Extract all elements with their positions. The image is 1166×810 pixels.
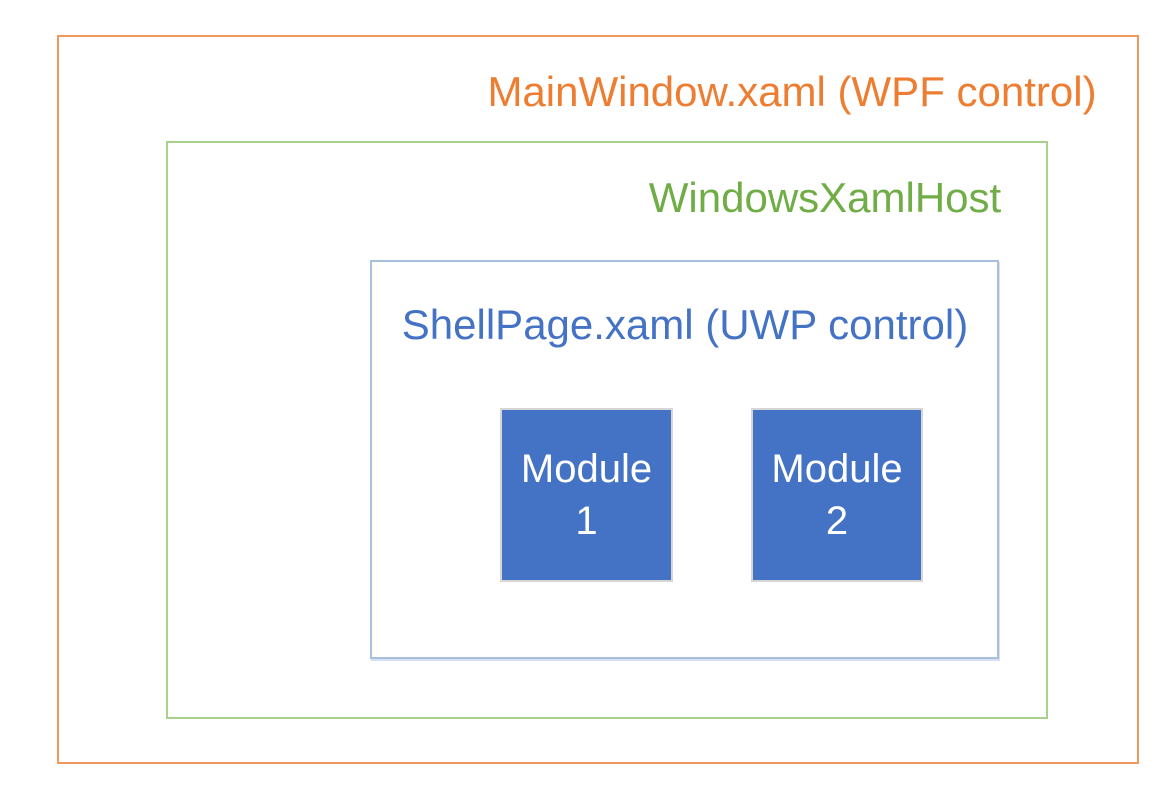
module-2-label-line2: 2 xyxy=(825,499,849,543)
windowsxamlhost-box: WindowsXamlHost ShellPage.xaml (UWP cont… xyxy=(166,141,1048,719)
module-2-label-line1: Module xyxy=(771,447,903,491)
mainwindow-box: MainWindow.xaml (WPF control) WindowsXam… xyxy=(57,35,1139,764)
module-1-label-line2: 1 xyxy=(575,499,598,543)
shellpage-label: ShellPage.xaml (UWP control) xyxy=(401,301,969,348)
module-2-box: Module 2 xyxy=(751,408,923,582)
windowsxamlhost-label: WindowsXamlHost xyxy=(648,174,1002,221)
shellpage-box: ShellPage.xaml (UWP control) Module 1 Mo… xyxy=(370,260,999,659)
module-1-box: Module 1 xyxy=(500,408,673,582)
module-1-label-line1: Module xyxy=(520,447,653,491)
mainwindow-label: MainWindow.xaml (WPF control) xyxy=(487,68,1097,115)
